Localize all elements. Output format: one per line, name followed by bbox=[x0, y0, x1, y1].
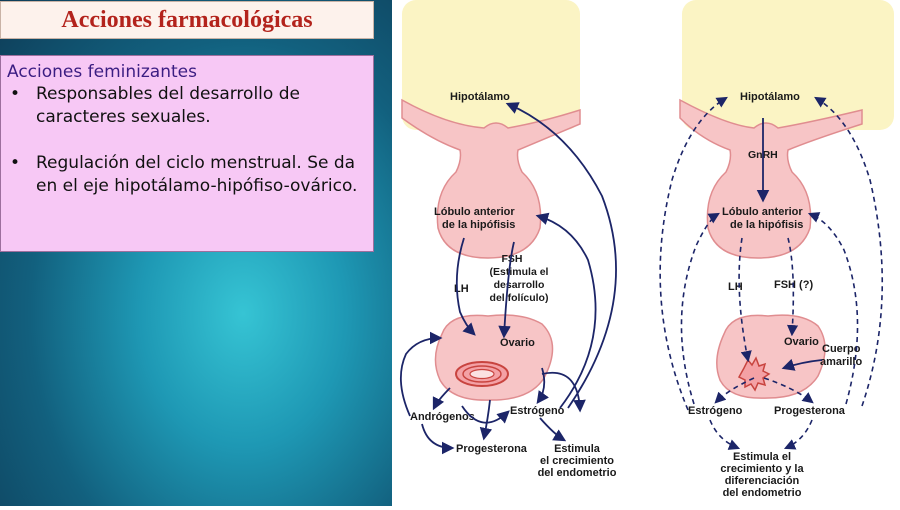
right-lh-label: LH bbox=[728, 281, 743, 293]
left-fsh-label-4: del folículo) bbox=[490, 292, 549, 304]
right-corpus-label-1: Cuerpo bbox=[822, 343, 861, 355]
left-androgens-label: Andrógenos bbox=[410, 411, 475, 423]
left-arrow-progesterone-loop bbox=[421, 423, 455, 455]
left-hypothalamus-label: Hipotálamo bbox=[450, 91, 510, 103]
right-pituitary-label-2: de la hipófisis bbox=[730, 219, 803, 231]
right-arrow-progesterone-to-stimulates bbox=[783, 419, 813, 450]
diagram-svg: Hipotálamo Lóbulo anterior de la hipófis… bbox=[399, 0, 894, 499]
right-hypothalamus-region bbox=[682, 0, 894, 130]
left-fsh-label-1: FSH bbox=[502, 253, 523, 265]
left-arrow-ovary-loop bbox=[541, 371, 586, 413]
left-pituitary-label-2: de la hipófisis bbox=[442, 219, 515, 231]
right-ovary-label: Ovario bbox=[784, 336, 819, 348]
right-pituitary-label-1: Lóbulo anterior bbox=[722, 206, 803, 218]
right-progesterone-label: Progesterona bbox=[774, 405, 846, 417]
right-arrow-fsh bbox=[786, 237, 799, 337]
info-box: Acciones feminizantes • Responsables del… bbox=[0, 55, 374, 252]
left-arrow-androgens-loop bbox=[399, 331, 443, 417]
right-ovary bbox=[716, 314, 826, 399]
left-stimulates-label-1: Estimula bbox=[554, 443, 601, 455]
left-arrow-ovary-to-estrogen bbox=[536, 367, 549, 405]
right-stimulates-label-3: diferenciación bbox=[725, 475, 800, 487]
left-arrow-lh bbox=[455, 237, 476, 336]
left-estrogen-label: Estrógeno bbox=[510, 405, 565, 417]
left-fsh-label-3: desarrollo bbox=[494, 279, 545, 291]
left-follicle bbox=[455, 361, 509, 387]
bullet-text: Responsables del desarrollo de caractere… bbox=[36, 84, 300, 127]
right-stimulates-label-1: Estimula el bbox=[733, 451, 791, 463]
left-stimulates-label-2: el crecimiento bbox=[540, 455, 614, 467]
bullet-item: • Regulación del ciclo menstrual. Se da … bbox=[7, 152, 367, 198]
bullet-glyph: • bbox=[10, 153, 21, 173]
left-ovary bbox=[434, 314, 554, 401]
bullet-item: • Responsables del desarrollo de caracte… bbox=[7, 83, 367, 129]
left-arrow-estrogen-to-hypothalamus bbox=[505, 102, 617, 409]
right-arrow-progesterone-to-pituitary bbox=[807, 212, 859, 405]
right-corpus-label-2: amarillo bbox=[820, 356, 862, 368]
right-arrow-estrogen-to-stimulates bbox=[709, 419, 741, 450]
right-arrow-corpus bbox=[781, 358, 823, 371]
right-arrow-estrogen-to-pituitary bbox=[680, 212, 720, 405]
right-arrow-ovary-to-estrogen bbox=[714, 377, 755, 404]
left-fsh-label-2: (Estimula el bbox=[490, 266, 549, 278]
section-heading: Acciones feminizantes bbox=[7, 62, 197, 82]
left-pituitary-label-1: Lóbulo anterior bbox=[434, 206, 515, 218]
right-arrow-progesterone-to-hypothalamus bbox=[814, 96, 884, 407]
left-diagram: Hipotálamo Lóbulo anterior de la hipófis… bbox=[399, 0, 617, 479]
left-arrow-fsh bbox=[498, 241, 515, 339]
right-stimulates-label-2: crecimiento y la bbox=[720, 463, 804, 475]
left-hypothalamus-region bbox=[402, 0, 580, 130]
right-diagram: Hipotálamo GnRH Lóbulo anterior de la hi… bbox=[659, 0, 894, 499]
right-pituitary-gland bbox=[679, 98, 863, 259]
left-arrow-androgens-to-estrogen bbox=[461, 405, 510, 424]
bullet-text: Regulación del ciclo menstrual. Se da en… bbox=[36, 153, 358, 196]
left-pituitary-gland bbox=[401, 98, 581, 259]
bullet-glyph: • bbox=[10, 84, 21, 104]
left-arrow-estrogen-to-pituitary bbox=[535, 212, 597, 409]
hormone-diagram: Hipotálamo Lóbulo anterior de la hipófis… bbox=[392, 0, 900, 506]
right-arrow-ovary-to-progesterone bbox=[763, 377, 814, 404]
left-arrow-ovary-to-androgens bbox=[432, 387, 451, 411]
right-hypothalamus-label: Hipotálamo bbox=[740, 91, 800, 103]
left-arrow-to-progesterone bbox=[479, 399, 493, 441]
left-progesterone-label: Progesterona bbox=[456, 443, 528, 455]
right-estrogen-label: Estrógeno bbox=[688, 405, 743, 417]
slide-title: Acciones farmacológicas bbox=[61, 6, 313, 33]
left-stimulates-label-3: del endometrio bbox=[538, 467, 617, 479]
right-corpus-luteum bbox=[737, 356, 771, 392]
right-arrow-estrogen-to-hypothalamus bbox=[659, 96, 728, 411]
title-box: Acciones farmacológicas bbox=[0, 1, 374, 39]
right-arrow-lh bbox=[738, 237, 752, 363]
left-ovary-label: Ovario bbox=[500, 337, 535, 349]
left-arrow-estrogen-to-stimulates bbox=[539, 417, 567, 442]
right-stimulates-label-4: del endometrio bbox=[723, 487, 802, 499]
